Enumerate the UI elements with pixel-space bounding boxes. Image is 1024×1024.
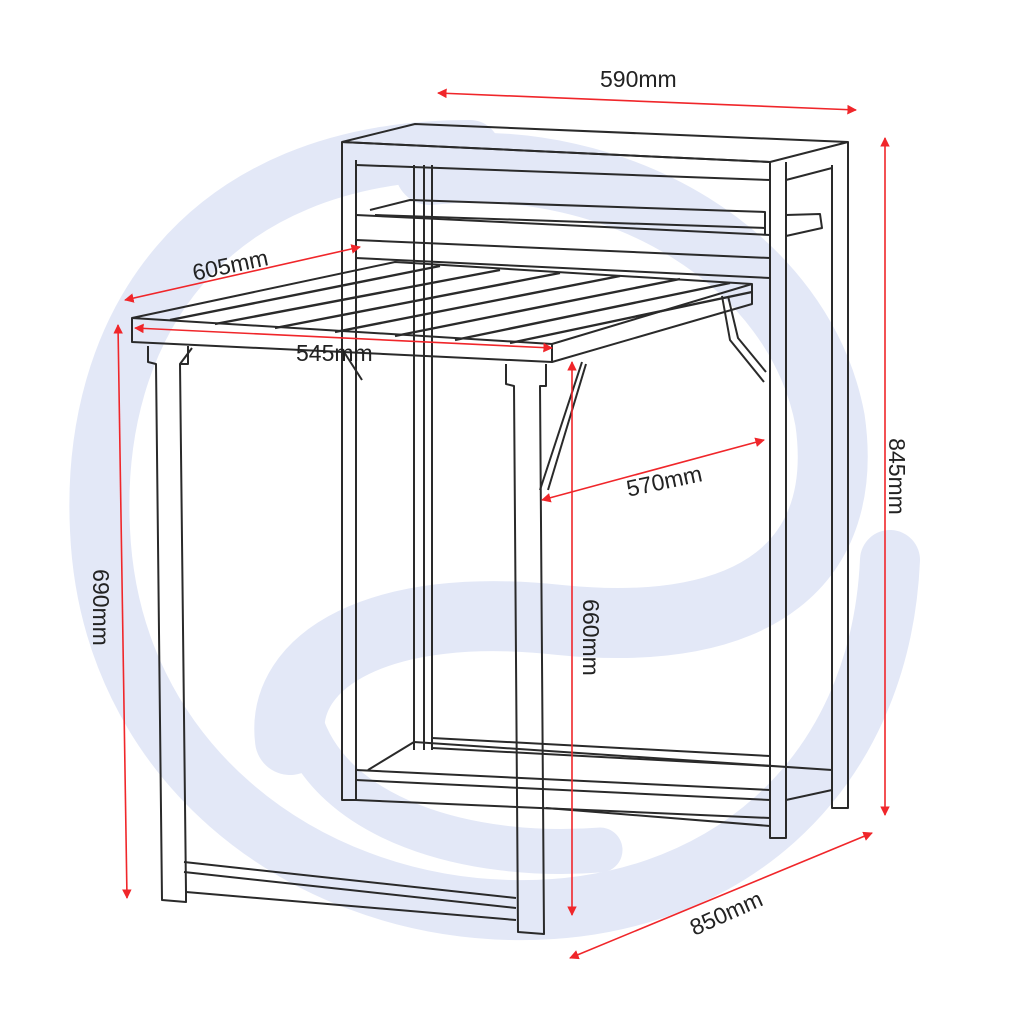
dim-inner-depth-arrow — [541, 437, 765, 503]
dim-overall-length-arrow — [569, 831, 873, 960]
dim-label-leaf-width: 545mm — [296, 340, 373, 366]
dim-label-top-width: 590mm — [600, 66, 677, 92]
dim-label-leaf-height: 690mm — [87, 569, 114, 646]
dim-label-overall-height: 845mm — [883, 438, 910, 515]
dim-leaf-width-arrow — [134, 323, 553, 353]
dim-top-width-arrow — [437, 88, 857, 115]
dim-leaf-depth-arrow — [124, 244, 361, 303]
dim-leaf-height-arrow — [113, 324, 132, 899]
dim-label-inner-height: 660mm — [577, 599, 604, 676]
